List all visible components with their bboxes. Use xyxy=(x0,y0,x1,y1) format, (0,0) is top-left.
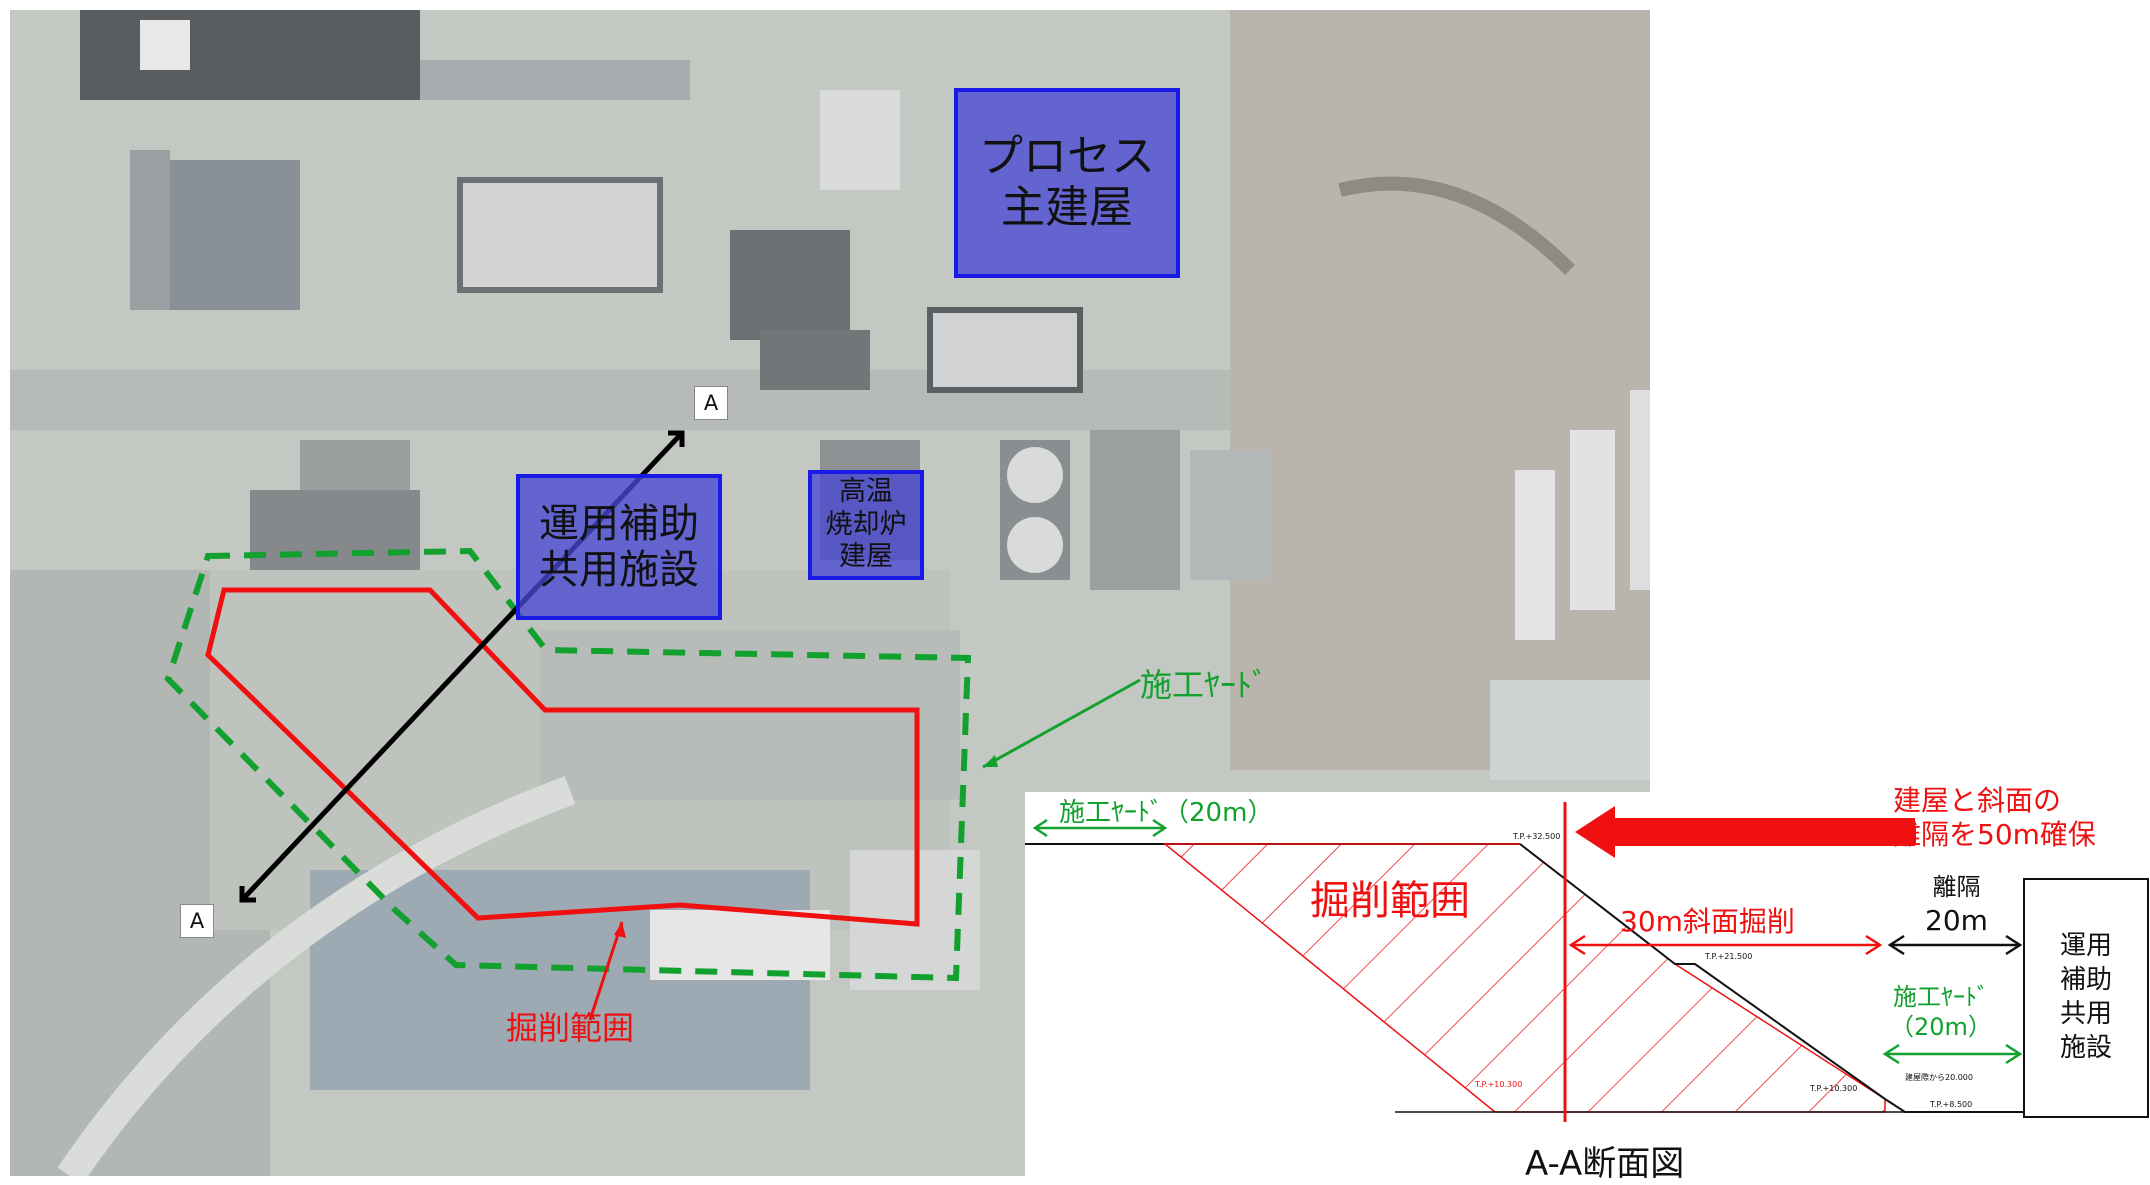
process-label-line2: 主建屋 xyxy=(1001,182,1133,233)
excavation-area-outline xyxy=(205,587,920,927)
incinerator-label-line2: 焼却炉 xyxy=(825,508,907,540)
elevation-mid: T.P.+21.500 xyxy=(1705,952,1753,961)
separation-line2: 20m xyxy=(1925,904,1988,938)
facility-line2: 補助 xyxy=(2059,965,2112,996)
process-label-line1: プロセス xyxy=(979,131,1155,183)
yard-top-label: 施工ﾔｰﾄﾞ（20m） xyxy=(1059,798,1274,828)
unyo-label-line1: 運用補助 xyxy=(539,501,699,547)
unyo-label-line2: 共用施設 xyxy=(539,547,699,593)
excavated-region xyxy=(1162,843,1886,1113)
aerial-photo xyxy=(10,10,1650,1176)
big-red-arrow xyxy=(1575,806,1615,858)
incinerator-building-label: 高温 焼却炉 建屋 xyxy=(808,470,924,580)
facility-line1: 運用 xyxy=(2059,931,2112,962)
separation-line1: 離隔 xyxy=(1932,873,1981,901)
small-note: 建屋際から20.000 xyxy=(1905,1073,1973,1082)
facility-line3: 共用 xyxy=(2059,999,2112,1029)
facility-line4: 施設 xyxy=(2059,1032,2112,1063)
construction-yard-label: 施工ﾔｰﾄﾞ xyxy=(1140,666,1269,704)
construction-yard-outline xyxy=(164,547,972,982)
excavation-area-section-label: 掘削範囲 xyxy=(1310,878,1470,924)
yard-bottom-line2: （20m） xyxy=(1890,1013,1992,1041)
process-main-building-label: プロセス 主建屋 xyxy=(954,88,1180,278)
cross-section-panel: 施工ﾔｰﾄﾞ（20m） 建屋と斜面の 離隔を50m確保 掘削範囲 30m斜面掘削… xyxy=(1025,784,2150,1184)
elevation-base: T.P.+8.500 xyxy=(1930,1100,1973,1109)
separation-label: 離隔 20m xyxy=(1925,872,1988,940)
cross-section-drawing xyxy=(1025,802,2085,1122)
section-marker-top: A xyxy=(694,386,728,420)
slope-cut-label: 30m斜面掘削 xyxy=(1620,905,1795,938)
section-title: A-A断面図 xyxy=(1525,1144,1685,1184)
excavation-area-label: 掘削範囲 xyxy=(506,1009,635,1047)
elevation-low-right: T.P.+10.300 xyxy=(1810,1084,1858,1093)
incinerator-label-line1: 高温 xyxy=(839,476,893,508)
incinerator-label-line3: 建屋 xyxy=(839,541,893,573)
yard-bottom-label: 施工ﾔｰﾄﾞ （20m） xyxy=(1890,982,1992,1042)
yard-bottom-line1: 施工ﾔｰﾄﾞ xyxy=(1892,983,1989,1011)
note-line1: 建屋と斜面の xyxy=(1893,784,2062,817)
note-line2: 離隔を50m確保 xyxy=(1893,817,2096,851)
unyo-hojo-facility-label: 運用補助 共用施設 xyxy=(516,474,722,620)
aerial-photo-canvas xyxy=(10,10,1650,1176)
elevation-low-left: T.P.+10.300 xyxy=(1475,1080,1523,1089)
section-marker-bottom: A xyxy=(180,904,214,938)
elevation-top: T.P.+32.500 xyxy=(1513,832,1561,841)
facility-box: 運用 補助 共用 施設 xyxy=(2023,878,2149,1118)
separation-note: 建屋と斜面の 離隔を50m確保 xyxy=(1893,784,2096,851)
